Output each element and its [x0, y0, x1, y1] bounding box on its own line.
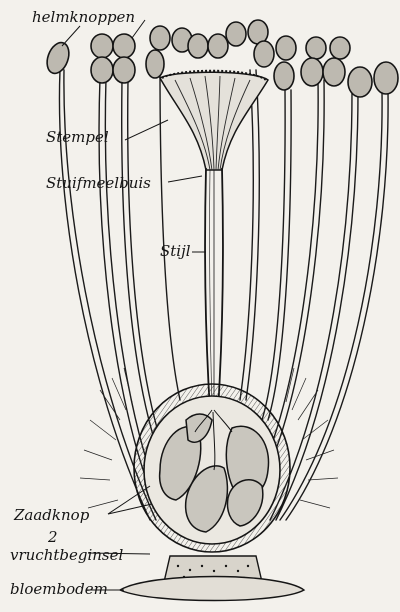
style: [205, 168, 223, 410]
label-stijl: Stijl: [160, 242, 191, 260]
label-stempel: Stempel: [46, 128, 109, 146]
receptacle: [120, 556, 304, 601]
label-vruchtbeginsel: vruchtbeginsel: [10, 546, 124, 564]
label-helmknoppen: helmknoppen: [32, 8, 135, 26]
label-zaadknop: Zaadknop: [13, 506, 90, 524]
label-zaadknop-number: 2: [47, 528, 58, 546]
label-bloembodem: bloembodem: [10, 580, 108, 598]
label-stuifmeelbuis: Stuifmeelbuis: [46, 174, 151, 192]
